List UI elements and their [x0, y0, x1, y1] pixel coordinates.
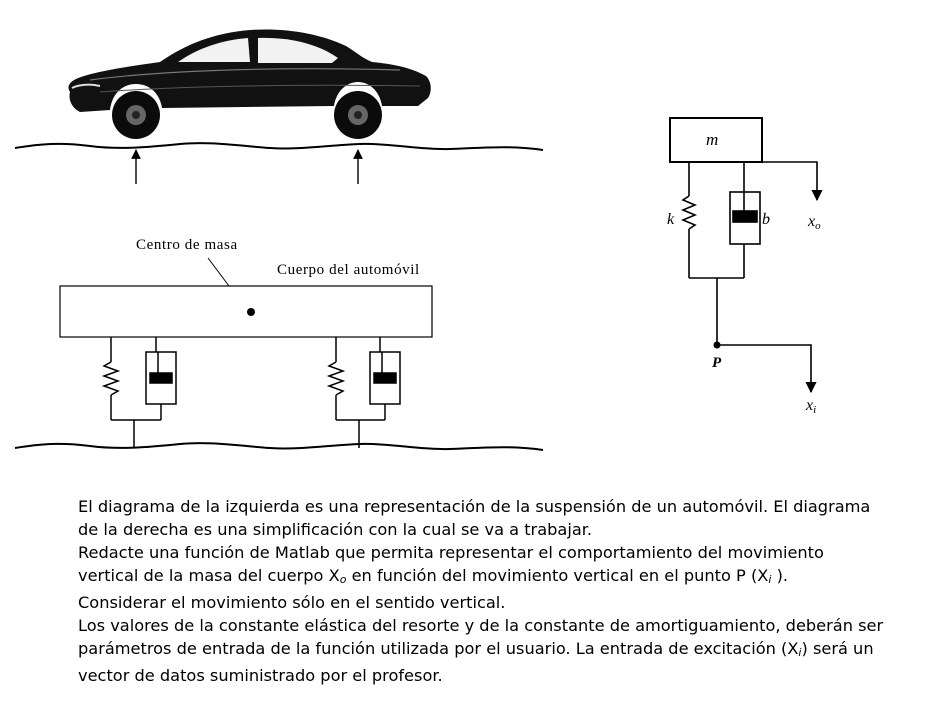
para-line-5: Considerar el movimiento sólo en el sent…	[78, 593, 506, 612]
para-line-1: El diagrama de la izquierda es una repre…	[78, 497, 871, 516]
para-line-8: vector de datos suministrado por el prof…	[78, 666, 443, 685]
suspension-unit-right	[326, 337, 401, 448]
subscript-o: o	[339, 573, 347, 586]
para-line-2: de la derecha es una simplificación con …	[78, 520, 593, 539]
subscript-i-2: i	[798, 646, 802, 659]
road-line-bottom	[14, 442, 544, 451]
simplified-suspension	[680, 162, 761, 345]
label-centro-de-masa: Centro de masa	[136, 237, 238, 253]
para-line-4c: ).	[771, 566, 789, 585]
description-paragraph: El diagrama de la izquierda es una repre…	[78, 495, 928, 687]
car-body-block	[59, 285, 433, 338]
para-line-4a: vertical de la masa del cuerpo X	[78, 566, 340, 585]
output-label-xo: xo	[807, 213, 821, 232]
center-of-mass-dot	[247, 308, 255, 316]
suspension-diagram: Centro de masa Cuerpo del automóvil m	[14, 29, 823, 451]
para-line-7a: parámetros de entrada de la función util…	[78, 639, 799, 658]
subscript-i: i	[768, 573, 772, 586]
point-p-label: P	[712, 355, 722, 371]
suspension-unit-left	[101, 337, 177, 448]
output-arrow-xo	[762, 161, 823, 202]
label-cuerpo-automovil: Cuerpo del automóvil	[277, 262, 420, 278]
para-line-4: vertical de la masa del cuerpo Xo en fun…	[78, 564, 928, 591]
road-line-top	[14, 142, 544, 151]
para-line-7b: ) será un	[801, 639, 874, 658]
damper-label-b: b	[762, 211, 770, 228]
input-arrow-xi	[717, 344, 817, 394]
mass-block	[669, 117, 763, 163]
mass-label: m	[706, 130, 718, 149]
car-illustration	[68, 29, 431, 139]
input-label-xi: xi	[805, 397, 816, 416]
para-line-4b: en función del movimiento vertical en el…	[346, 566, 769, 585]
spring-label-k: k	[667, 211, 675, 228]
para-line-3: Redacte una función de Matlab que permit…	[78, 543, 824, 562]
para-line-6: Los valores de la constante elástica del…	[78, 616, 884, 635]
para-line-7: parámetros de entrada de la función util…	[78, 637, 928, 664]
